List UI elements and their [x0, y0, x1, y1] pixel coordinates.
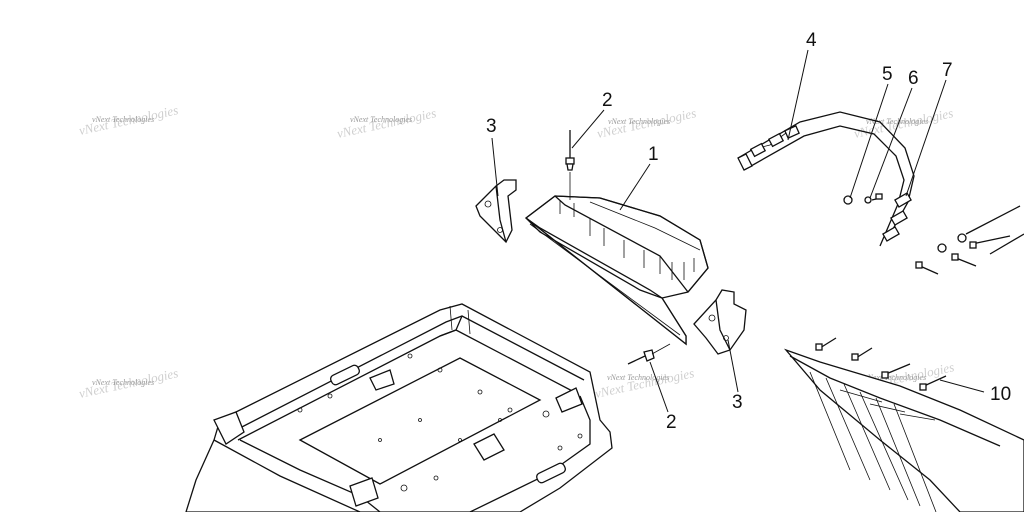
callout-4: 4 [806, 30, 817, 51]
part-tub [185, 303, 613, 512]
watermark-text: vNext Technologies [864, 373, 926, 382]
callout-1: 1 [648, 144, 659, 165]
handle-clips [749, 125, 912, 242]
callout-2-top: 2 [602, 90, 613, 111]
cover-fasteners [815, 337, 947, 391]
watermark-text: vNext Technologies [607, 373, 669, 382]
part-bracket-left [475, 179, 517, 244]
leader-lines [491, 49, 985, 413]
tub-holes [297, 353, 583, 492]
part-grab-handle [737, 111, 915, 247]
watermark: vNext Technologies vNext Technologies [78, 365, 180, 401]
callout-10: 10 [990, 384, 1011, 405]
watermark-text: vNext Technologies [92, 378, 154, 387]
callouts: 1 2 2 3 3 4 5 6 7 10 [486, 30, 1011, 433]
watermark-text: vNext Technologies [350, 115, 412, 124]
callout-3-right: 3 [732, 392, 743, 413]
part-fastener-bottom [627, 343, 671, 365]
watermark-text: vNext Technologies [594, 365, 696, 401]
callout-5: 5 [882, 64, 893, 85]
part-bracket-right [693, 289, 747, 355]
part-fastener-top [565, 130, 575, 200]
callout-3-left: 3 [486, 116, 497, 137]
watermark: vNext Technologies vNext Technologies [336, 105, 438, 141]
callout-7: 7 [942, 60, 953, 81]
part-hardware [843, 193, 883, 205]
watermark-text: vNext Technologies [866, 117, 928, 126]
panel-rivets [559, 200, 695, 280]
watermark-text: vNext Technologies [608, 117, 670, 126]
part-bolts-right [915, 205, 1024, 275]
part-panel [524, 195, 709, 346]
callout-6: 6 [908, 68, 919, 89]
watermark-text: vNext Technologies [92, 115, 154, 124]
callout-2-bottom: 2 [666, 412, 677, 433]
watermark: vNext Technologies vNext Technologies [594, 365, 696, 401]
part-rear-cover [783, 337, 1024, 512]
watermark: vNext Technologies vNext Technologies [78, 102, 180, 138]
